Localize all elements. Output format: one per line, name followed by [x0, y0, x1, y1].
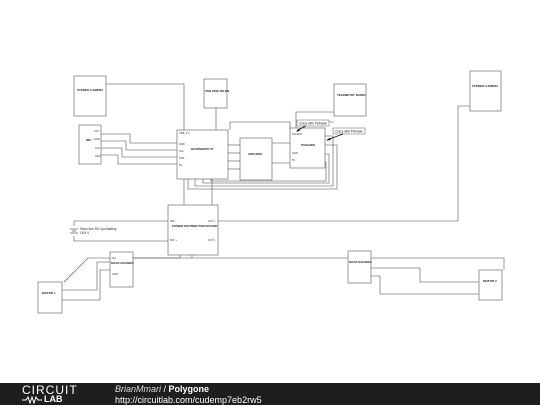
block-title: MAXX ESC/BEC [349, 260, 373, 264]
pin-label: TELEM1 [292, 132, 303, 136]
pin-label: USB_3.0 [179, 131, 190, 135]
wire [101, 147, 177, 158]
footer-bar: CIRCUIT LAB BrianMmari / Polygone http:/… [0, 383, 540, 405]
resistor-icon [22, 396, 42, 404]
schematic-canvas: STEREO CAMERA IMU VCC GND SCL SDA RASPBE… [37, 70, 505, 314]
author-link[interactable]: BrianMmari [115, 384, 162, 394]
credit-separator: / [161, 384, 169, 394]
block-title: RASPBERRY PI [191, 147, 214, 151]
pin-label: GND [292, 151, 298, 155]
logo-text-bottom: LAB [44, 394, 63, 404]
wire [187, 144, 338, 190]
wire [101, 154, 177, 165]
esc-left-block: MAXX ESC/BEC IN+ GND [109, 251, 135, 288]
pin-label: BAT - [170, 219, 177, 223]
block-title: IMU [86, 138, 92, 142]
wire [73, 236, 168, 242]
esc-right-block: MAXX ESC/BEC [347, 250, 373, 284]
annotation-text: Crazy with Pixhawk [335, 130, 363, 134]
pixhawk-block: PIXHAWK TELEM1 GND 5V [289, 127, 326, 169]
arduino-block: ARDUINO [239, 137, 273, 181]
schematic-title[interactable]: Polygone [168, 384, 210, 394]
battery-label: Gens Ace 5S Lipo Battery [80, 227, 117, 231]
pin-label: OUT1 [208, 219, 215, 223]
pin-label: GND [94, 137, 100, 141]
annotation-crazy-1: Crazy with Pixhawk [296, 119, 330, 132]
wire [218, 105, 470, 222]
pin-label: SDA [179, 156, 185, 160]
block-title: STEREO CAMERA [77, 88, 104, 92]
wire [371, 257, 505, 270]
block-title: ARDUINO [248, 152, 263, 156]
wire [210, 161, 327, 182]
stereo-camera-left: STEREO CAMERA [73, 75, 107, 117]
block-title: MOTOR 2 [483, 279, 497, 283]
wire [194, 135, 334, 187]
wires [62, 83, 505, 301]
pin-label: VCC [94, 129, 100, 133]
wire [295, 111, 334, 128]
pin-label: GND [179, 142, 185, 146]
wire [63, 257, 192, 283]
wire [73, 220, 168, 226]
circuitlab-logo[interactable]: CIRCUIT LAB [22, 384, 94, 404]
block-title: SSD 256G RILEN [205, 89, 229, 93]
pin-label: SCL [179, 149, 185, 153]
pin-label: IN+ [112, 256, 117, 260]
motor-1-block: MOTOR 1 [37, 281, 63, 314]
wire [62, 269, 110, 301]
wire [371, 275, 479, 295]
wire [106, 83, 185, 130]
raspberry-pi-block: RASPBERRY PI USB_3.0 GND SCL SDA 5V [176, 129, 229, 180]
pin-label: 5V [292, 158, 295, 162]
power-distribution-board: POWER DISTRIBUTION BOARD BAT - BAT + OUT… [167, 204, 219, 256]
pin-label: GND [112, 272, 118, 276]
schematic-url[interactable]: http://circuitlab.com/cudemp7eb2rw5 [115, 395, 262, 405]
wire [191, 255, 348, 259]
block-title: MOTOR 1 [42, 291, 56, 295]
annotation-text: Crazy with Pixhawk [299, 122, 327, 126]
battery-voltage: 18.5 V [80, 231, 90, 235]
pin-label: SDA [95, 154, 101, 158]
telemetry-radio-block: TELEMETRY RADIO [333, 83, 367, 117]
wire [101, 140, 177, 151]
pin-label: SCL [95, 146, 101, 150]
block-title: STEREO CAMERA [472, 84, 499, 88]
pin-label: OUT2 [208, 238, 215, 242]
imu-block: IMU VCC GND SCL SDA [78, 124, 102, 165]
annotation-crazy-2: Crazy with Pixhawk [326, 127, 366, 141]
block-title: TELEMETRY RADIO [337, 93, 366, 97]
block-title: MAXX ESC/BEC [111, 261, 135, 265]
stereo-camera-right: STEREO CAMERA [469, 70, 502, 112]
wire [229, 121, 291, 130]
block-title: POWER DISTRIBUTION BOARD [172, 224, 218, 228]
battery-symbol: Gens Ace 5S Lipo Battery 18.5 V [70, 227, 117, 235]
schematic-credit: BrianMmari / Polygone [115, 384, 209, 394]
motor-2-block: MOTOR 2 [478, 269, 503, 301]
logo-text-top: CIRCUIT [22, 383, 78, 397]
wire [202, 153, 330, 184]
block-title: PIXHAWK [301, 143, 316, 147]
pin-label: 5V [179, 163, 182, 167]
pin-label: BAT + [170, 238, 178, 242]
wire [133, 255, 181, 259]
wire [62, 261, 110, 291]
ssd-block: SSD 256G RILEN [203, 78, 229, 109]
wire [101, 133, 177, 144]
wire [371, 267, 479, 283]
